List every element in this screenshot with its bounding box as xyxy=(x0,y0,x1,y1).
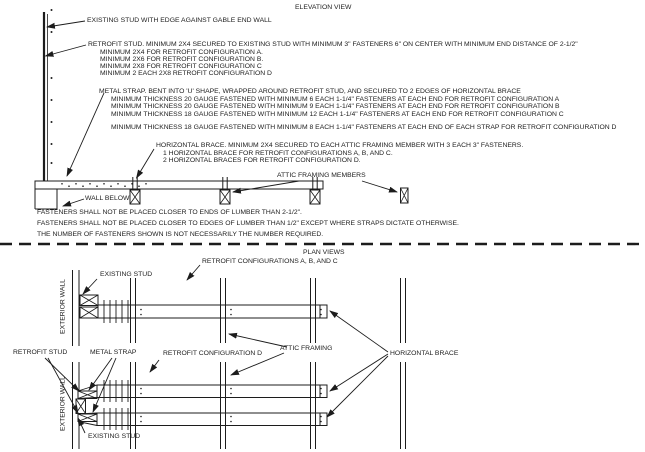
plan-views-title: PLAN VIEWS xyxy=(303,249,345,256)
brace-d-lower xyxy=(96,412,328,426)
config-d-label: RETROFIT CONFIGURATION D xyxy=(163,350,263,357)
retrofit-stud-note-b: MINIMUM 2X6 FOR RETROFIT CONFIGURATION B… xyxy=(100,55,264,63)
general-note-3: THE NUMBER OF FASTENERS SHOWN IS NOT NEC… xyxy=(37,231,324,238)
beam-fastener-dots xyxy=(61,183,147,187)
plan-abc xyxy=(72,270,406,346)
existing-stud-note: EXISTING STUD WITH EDGE AGAINST GABLE EN… xyxy=(87,17,272,24)
attic-framing-members-label: ATTIC FRAMING MEMBERS xyxy=(277,172,366,179)
exterior-wall-label-bottom: EXTERIOR WALL xyxy=(59,376,67,431)
metal-strap-note: METAL STRAP. BENT INTO 'U' SHAPE, WRAPPE… xyxy=(99,88,521,95)
stud-fastener-dots xyxy=(50,9,53,164)
wall-below-outline xyxy=(34,189,58,210)
metal-strap-note-c: MINIMUM THICKNESS 18 GAUGE FASTENED WITH… xyxy=(111,110,564,118)
horizontal-brace-note: HORIZONTAL BRACE. MINIMUM 2X4 SECURED TO… xyxy=(156,142,524,149)
retrofit-stud-note-d: MINIMUM 2 EACH 2X8 RETROFIT CONFIGURATIO… xyxy=(100,69,272,77)
brace-d-upper xyxy=(96,384,328,398)
retrofit-stud-note-c: MINIMUM 2X8 FOR RETROFIT CONFIGURATION C xyxy=(100,62,262,70)
isolated-attic-member xyxy=(400,187,409,204)
brace-abc xyxy=(97,304,328,319)
elevation-leaders xyxy=(44,20,398,207)
metal-strap-note-a: MINIMUM THICKNESS 20 GAUGE FASTENED WITH… xyxy=(111,95,560,103)
retrofit-stud-label: RETROFIT STUD xyxy=(13,349,68,356)
existing-stud-label-bottom: EXISTING STUD xyxy=(88,433,141,440)
attic-framing-label: ATTIC FRAMING xyxy=(280,345,333,352)
horizontal-brace-label: HORIZONTAL BRACE xyxy=(390,350,459,357)
wall-below-label: WALL BELOW xyxy=(85,195,130,202)
general-note-2: FASTENERS SHALL NOT BE PLACED CLOSER TO … xyxy=(37,220,459,227)
horizontal-brace-elevation xyxy=(34,180,324,190)
horizontal-brace-note-abc: 1 HORIZONTAL BRACE FOR RETROFIT CONFIGUR… xyxy=(163,149,393,157)
retrofit-stud-note-a: MINIMUM 2X4 FOR RETROFIT CONFIGURATION A… xyxy=(100,48,263,56)
exterior-wall-label-top: EXTERIOR WALL xyxy=(59,279,67,334)
config-abc-label: RETROFIT CONFIGURATIONS A, B, AND C xyxy=(202,258,338,265)
plan-leaders xyxy=(44,264,389,434)
elevation-drawing xyxy=(34,9,409,210)
elevation-view-title: ELEVATION VIEW xyxy=(295,4,352,11)
metal-strap-note-b: MINIMUM THICKNESS 20 GAUGE FASTENED WITH… xyxy=(111,103,560,110)
metal-strap-note-d: MINIMUM THICKNESS 18 GAUGE FASTENED WITH… xyxy=(111,124,617,131)
strap-and-member-3 xyxy=(309,177,321,205)
plan-d xyxy=(72,362,406,449)
existing-stud-label-top: EXISTING STUD xyxy=(100,271,153,278)
strap-and-member-1 xyxy=(129,177,141,205)
retrofit-stud-note: RETROFIT STUD. MINIMUM 2X4 SECURED TO EX… xyxy=(88,41,578,48)
general-note-1: FASTENERS SHALL NOT BE PLACED CLOSER TO … xyxy=(37,209,302,216)
horizontal-brace-note-d: 2 HORIZONTAL BRACES FOR RETROFIT CONFIGU… xyxy=(163,157,361,164)
strap-and-member-2 xyxy=(219,177,231,205)
metal-strap-label: METAL STRAP xyxy=(90,349,137,356)
plan-drawing xyxy=(44,264,406,449)
